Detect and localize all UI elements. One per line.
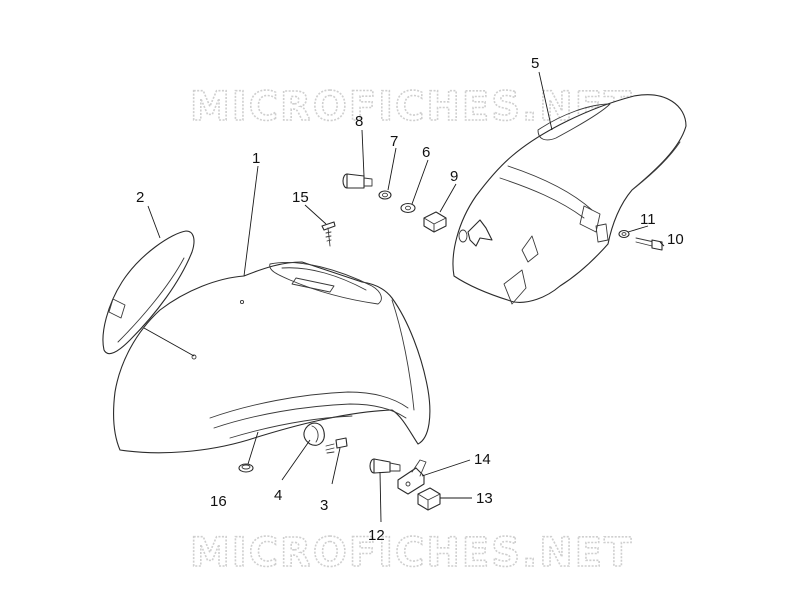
part-12-bolt xyxy=(369,458,401,474)
watermark-bottom: MICROFICHES.NET xyxy=(190,530,633,576)
callout-10: 10 xyxy=(667,231,684,248)
callout-8: 8 xyxy=(355,113,363,130)
part-16-plug xyxy=(238,463,254,473)
callout-15: 15 xyxy=(292,189,309,206)
callout-9: 9 xyxy=(450,168,458,185)
part-7-washer xyxy=(378,190,392,200)
part-15-screw xyxy=(321,221,336,247)
part-4-clip xyxy=(303,422,325,446)
part-14-clip-plate xyxy=(397,459,427,495)
callout-13: 13 xyxy=(476,490,493,507)
part-8-bolt xyxy=(342,173,373,189)
part-1-front-mudguard xyxy=(113,261,431,454)
callout-14: 14 xyxy=(474,451,491,468)
leader-lines xyxy=(143,71,665,523)
part-11-washer xyxy=(618,229,630,239)
callout-1: 1 xyxy=(252,150,260,167)
part-10-bolt xyxy=(635,237,663,251)
callout-4: 4 xyxy=(274,487,282,504)
callout-16: 16 xyxy=(210,493,227,510)
part-9-nut xyxy=(423,211,447,233)
part-3-screw xyxy=(325,437,348,454)
callout-6: 6 xyxy=(422,144,430,161)
part-13-nut xyxy=(417,487,441,511)
rear-mudguard-bracket xyxy=(458,219,493,247)
part-5-rear-mudguard xyxy=(452,94,687,305)
callout-3: 3 xyxy=(320,497,328,514)
callout-11: 11 xyxy=(640,211,656,228)
callout-5: 5 xyxy=(531,55,539,72)
callout-2: 2 xyxy=(136,189,144,206)
part-2-side-trim xyxy=(102,230,195,355)
watermark-top: MICROFICHES.NET xyxy=(190,84,633,130)
callouts: 1 2 3 4 5 6 7 8 9 10 11 12 13 14 15 16 xyxy=(136,55,684,544)
callout-7: 7 xyxy=(390,133,398,150)
callout-12: 12 xyxy=(368,527,385,544)
part-6-washer xyxy=(400,202,416,214)
